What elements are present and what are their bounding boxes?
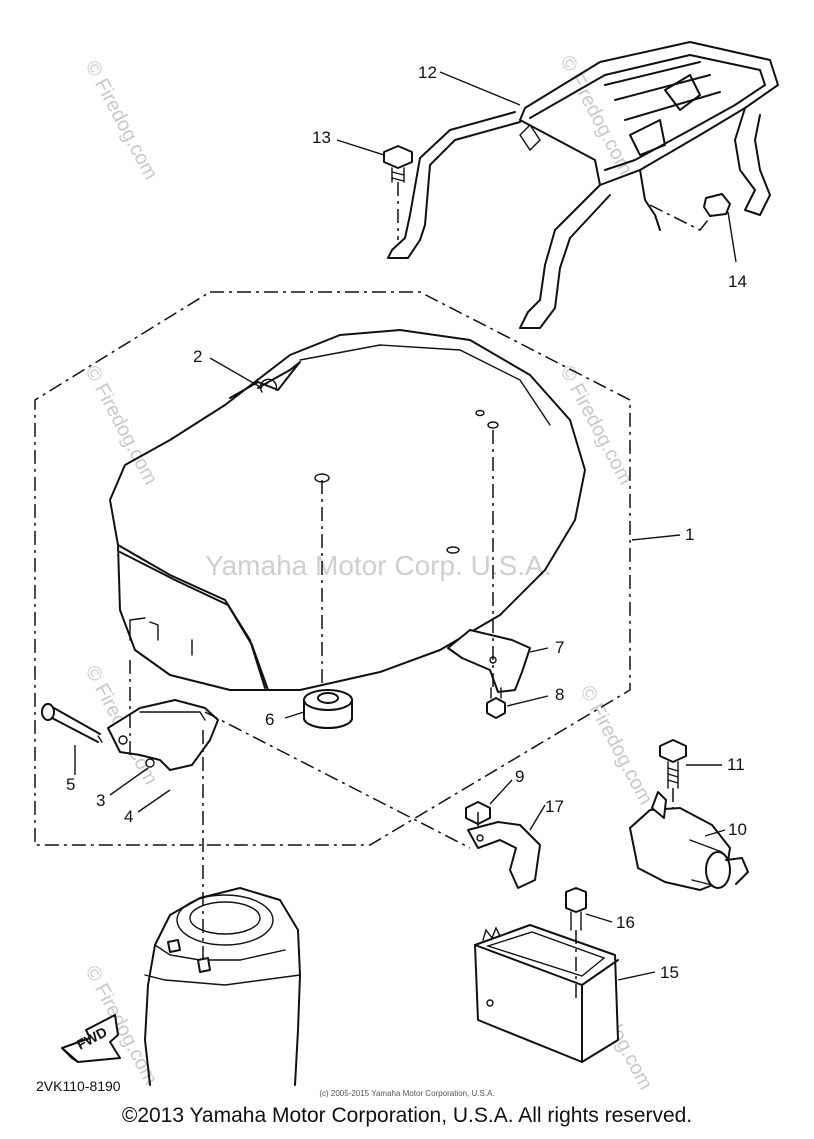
watermark-center-text: Yamaha Motor Corp. U.S.A. — [205, 550, 552, 581]
damper-part-6 — [303, 689, 353, 729]
callout-12: 12 — [418, 63, 437, 82]
pin-part-5 — [41, 703, 103, 743]
callout-11: 11 — [727, 755, 745, 774]
callout-9: 9 — [515, 767, 524, 786]
callout-16: 16 — [616, 913, 635, 932]
bolt-part-8 — [486, 687, 506, 719]
watermark-site-2: © Firedog.com — [81, 362, 162, 488]
watermark-site-6: © Firedog.com — [576, 682, 657, 808]
callout-6: 6 — [265, 710, 274, 729]
nut-part-14 — [703, 193, 731, 217]
callout-15: 15 — [660, 963, 679, 982]
callout-17: 17 — [545, 797, 564, 816]
bolt-part-16 — [565, 887, 587, 931]
callout-10: 10 — [728, 820, 747, 839]
callout-1: 1 — [685, 525, 694, 544]
connection-lines — [129, 182, 713, 1000]
callout-4: 4 — [124, 807, 133, 826]
watermark-site-1: © Firedog.com — [81, 57, 162, 183]
callout-labels: 1 2 3 4 5 6 7 8 9 10 11 12 13 14 15 16 1… — [66, 63, 747, 982]
watermark-site-4: © Firedog.com — [556, 362, 637, 488]
callout-5: 5 — [66, 775, 75, 794]
bolt-part-11 — [659, 739, 687, 789]
callout-2: 2 — [193, 347, 202, 366]
callout-3: 3 — [96, 791, 105, 810]
forward-direction-arrow: FWD — [61, 1014, 121, 1063]
callout-7: 7 — [555, 638, 564, 657]
seat-assembly-boundary — [34, 291, 631, 846]
callout-13: 13 — [312, 128, 331, 147]
bracket-part-7 — [447, 629, 531, 693]
callout-8: 8 — [555, 685, 564, 704]
storage-box-part-15 — [474, 924, 619, 1063]
seat-part-2 — [109, 329, 586, 691]
bolt-part-13 — [383, 145, 413, 183]
carrier-rack-part-12 — [387, 41, 779, 329]
seat-lock-part-10 — [629, 791, 749, 891]
hook-bracket-part-17 — [467, 821, 541, 889]
frame-background — [144, 887, 301, 1086]
copyright-footer: ©2013 Yamaha Motor Corporation, U.S.A. A… — [121, 1104, 693, 1127]
hinge-bracket-part-3 — [107, 699, 219, 771]
callout-14: 14 — [728, 272, 747, 291]
leader-lines — [74, 71, 737, 981]
diagram-code: 2VK110-8190 — [36, 1078, 121, 1094]
copyright-small-text: (c) 2005-2015 Yamaha Motor Corporation, … — [319, 1089, 495, 1098]
